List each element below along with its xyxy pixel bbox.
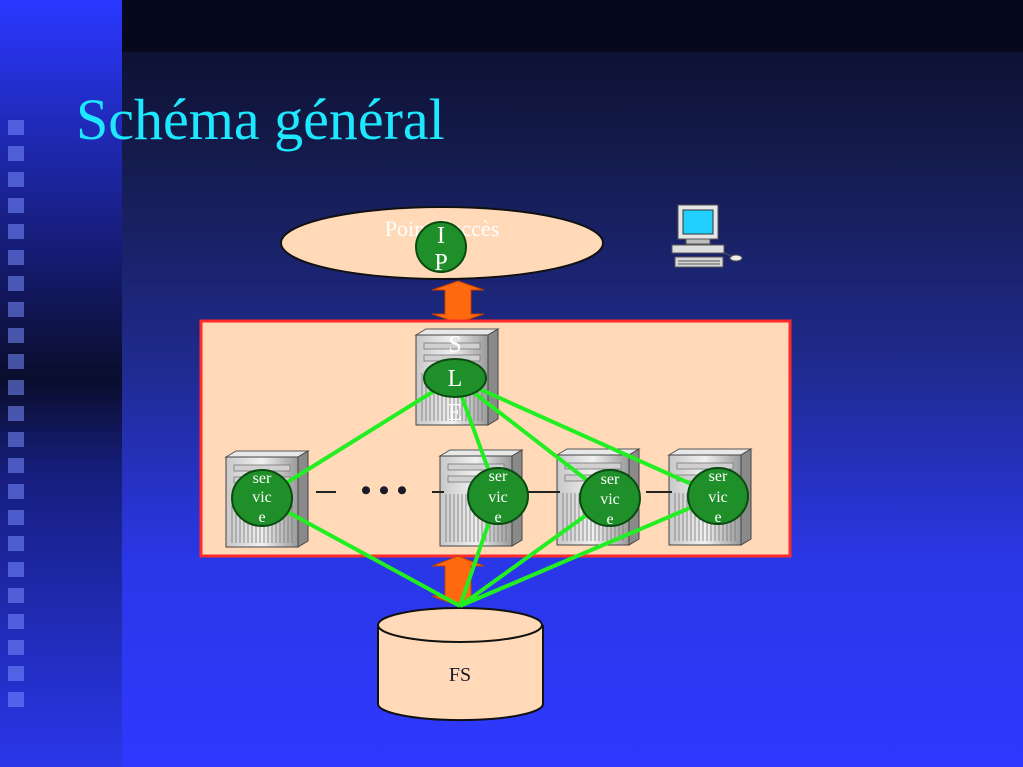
sle-node-label-line3: E [448, 400, 463, 426]
network-links [260, 376, 719, 608]
service-node-label-line1: ser [601, 471, 620, 488]
service-node-label-line2: vic [488, 489, 508, 506]
top-dark-band [122, 0, 1023, 52]
page-title: Schéma général [76, 87, 445, 152]
left-decor-strip [0, 0, 122, 767]
database-icon [377, 607, 544, 722]
service-node-label-line1: ser [253, 470, 272, 487]
service-node: ser vic e [687, 467, 749, 526]
service-node-label-line2: vic [708, 489, 728, 506]
service-node: ser vic e [579, 469, 641, 528]
service-node-label-line3: e [258, 509, 265, 526]
service-node: ser vic e [467, 467, 529, 526]
sle-node [423, 358, 487, 398]
service-node: ser vic e [231, 469, 293, 527]
workstation-icon [671, 204, 743, 268]
service-node-label-line3: e [606, 511, 613, 528]
ip-node-label-line1: I [437, 223, 445, 249]
ip-node-label-line2: P [434, 250, 447, 276]
sle-node-label-line2: L [448, 366, 463, 392]
ip-node [415, 221, 467, 273]
service-node-label-line3: e [494, 509, 501, 526]
storage-label: FS [449, 664, 471, 686]
service-node-label-line1: ser [489, 468, 508, 485]
service-node-label-line1: ser [709, 468, 728, 485]
service-node-label-line2: vic [600, 491, 620, 508]
decor-squares [8, 120, 24, 718]
service-node-label-line3: e [714, 509, 721, 526]
upper-double-arrow [431, 280, 485, 324]
ellipsis: • • • [361, 474, 408, 507]
sle-node-label-line1: S [448, 332, 461, 358]
service-node-label-line2: vic [252, 489, 272, 506]
